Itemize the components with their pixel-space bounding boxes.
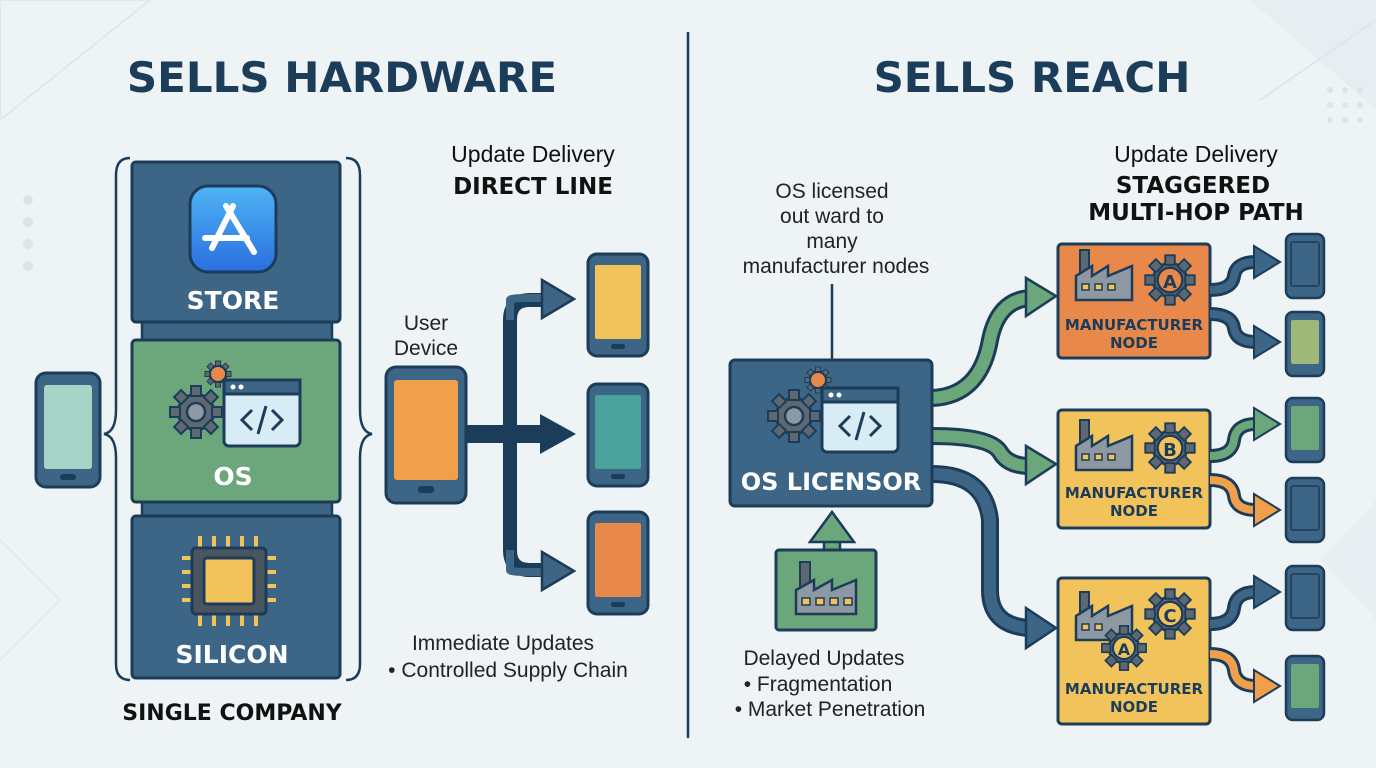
right-delivery-mode-1: STAGGERED bbox=[1116, 173, 1270, 199]
left-benefit-1: Immediate Updates bbox=[412, 632, 594, 655]
end-device-b2 bbox=[1284, 476, 1326, 544]
manufacturer-b-label-2: NODE bbox=[1110, 502, 1158, 520]
chip-icon bbox=[182, 536, 276, 626]
right-title: SELLS REACH bbox=[874, 53, 1191, 102]
left-delivery-mode: DIRECT LINE bbox=[453, 174, 613, 200]
os-licensor-label: OS LICENSOR bbox=[741, 468, 922, 496]
user-device-label-2: Device bbox=[394, 337, 458, 360]
gear-badge-icon-secondary bbox=[1100, 624, 1148, 672]
consequence-2: • Fragmentation bbox=[744, 673, 893, 696]
background-decoration bbox=[0, 0, 1376, 661]
user-device-phone bbox=[384, 365, 468, 505]
user-device-label: User bbox=[404, 312, 448, 335]
gear-badge-icon bbox=[1144, 588, 1196, 640]
manufacturer-c-label-2: NODE bbox=[1110, 698, 1158, 716]
left-benefit-2: • Controlled Supply Chain bbox=[388, 659, 628, 682]
manufacturer-node-c: C A MANUFACTURER NODE bbox=[1056, 576, 1212, 726]
gear-icon bbox=[168, 384, 224, 440]
right-delivery-mode-2: MULTI-HOP PATH bbox=[1088, 200, 1304, 226]
os-licensor-box: OS LICENSOR bbox=[728, 358, 934, 508]
factory-box bbox=[774, 548, 878, 632]
code-window-icon bbox=[222, 378, 302, 448]
left-brace bbox=[103, 156, 131, 682]
node-to-device-arrows bbox=[1209, 244, 1282, 704]
code-window-icon bbox=[820, 386, 900, 454]
manufacturer-c-badge-secondary: A bbox=[1118, 640, 1131, 659]
app-store-icon bbox=[188, 184, 278, 274]
manufacturer-node-a: A MANUFACTURER NODE bbox=[1056, 242, 1212, 360]
manufacturer-c-badge: C bbox=[1163, 606, 1176, 627]
manufacturer-a-label-2: NODE bbox=[1110, 334, 1158, 352]
factory-icon bbox=[794, 561, 858, 616]
end-device-b1 bbox=[1284, 396, 1326, 464]
licensor-note: OS licensed out ward to many manufacture… bbox=[743, 180, 930, 278]
manufacturer-b-label-1: MANUFACTURER bbox=[1065, 484, 1204, 502]
silicon-layer: SILICON bbox=[130, 514, 342, 680]
licensor-note-line-2: out ward to bbox=[780, 205, 884, 228]
gear-icon bbox=[766, 388, 822, 444]
left-delivery-heading: Update Delivery bbox=[451, 141, 615, 167]
integrated-stack: STORE OS bbox=[130, 160, 342, 680]
manufacturer-c-label-1: MANUFACTURER bbox=[1065, 680, 1204, 698]
end-device-a2 bbox=[1284, 310, 1326, 378]
consequence-3: • Market Penetration bbox=[735, 698, 926, 721]
os-label: OS bbox=[213, 462, 252, 491]
single-company-caption: SINGLE COMPANY bbox=[122, 701, 342, 726]
os-layer: OS bbox=[130, 338, 342, 504]
silicon-label: SILICON bbox=[175, 640, 288, 669]
target-phone-2 bbox=[586, 382, 650, 488]
manufacturer-a-badge: A bbox=[1163, 272, 1177, 293]
manufacturer-b-badge: B bbox=[1163, 440, 1177, 461]
licensor-note-line-3: many bbox=[806, 230, 858, 253]
direct-line-arrows bbox=[466, 277, 577, 593]
factory-icon bbox=[1074, 591, 1134, 642]
store-layer: STORE bbox=[130, 160, 342, 324]
licensor-note-line-1: OS licensed bbox=[775, 180, 888, 203]
end-device-a1 bbox=[1284, 232, 1326, 300]
target-phone-3 bbox=[586, 510, 650, 616]
store-label: STORE bbox=[187, 286, 280, 315]
manufacturer-node-b: B MANUFACTURER NODE bbox=[1056, 408, 1212, 530]
left-title: SELLS HARDWARE bbox=[127, 53, 557, 102]
right-brace bbox=[345, 156, 373, 682]
target-phone-1 bbox=[586, 252, 650, 358]
gear-badge-icon bbox=[1144, 422, 1196, 474]
licensor-note-line-4: manufacturer nodes bbox=[743, 255, 930, 278]
consequence-1: Delayed Updates bbox=[743, 647, 904, 670]
manufacturer-a-label-1: MANUFACTURER bbox=[1065, 316, 1204, 334]
factory-icon bbox=[1074, 419, 1134, 472]
gear-badge-icon bbox=[1144, 254, 1196, 306]
right-delivery-heading: Update Delivery bbox=[1114, 141, 1278, 167]
customer-phone bbox=[34, 371, 102, 489]
factory-icon bbox=[1074, 249, 1134, 302]
licensor-distribution-arrows bbox=[931, 275, 1059, 651]
end-device-c1 bbox=[1284, 564, 1326, 632]
end-device-c2 bbox=[1284, 654, 1326, 722]
